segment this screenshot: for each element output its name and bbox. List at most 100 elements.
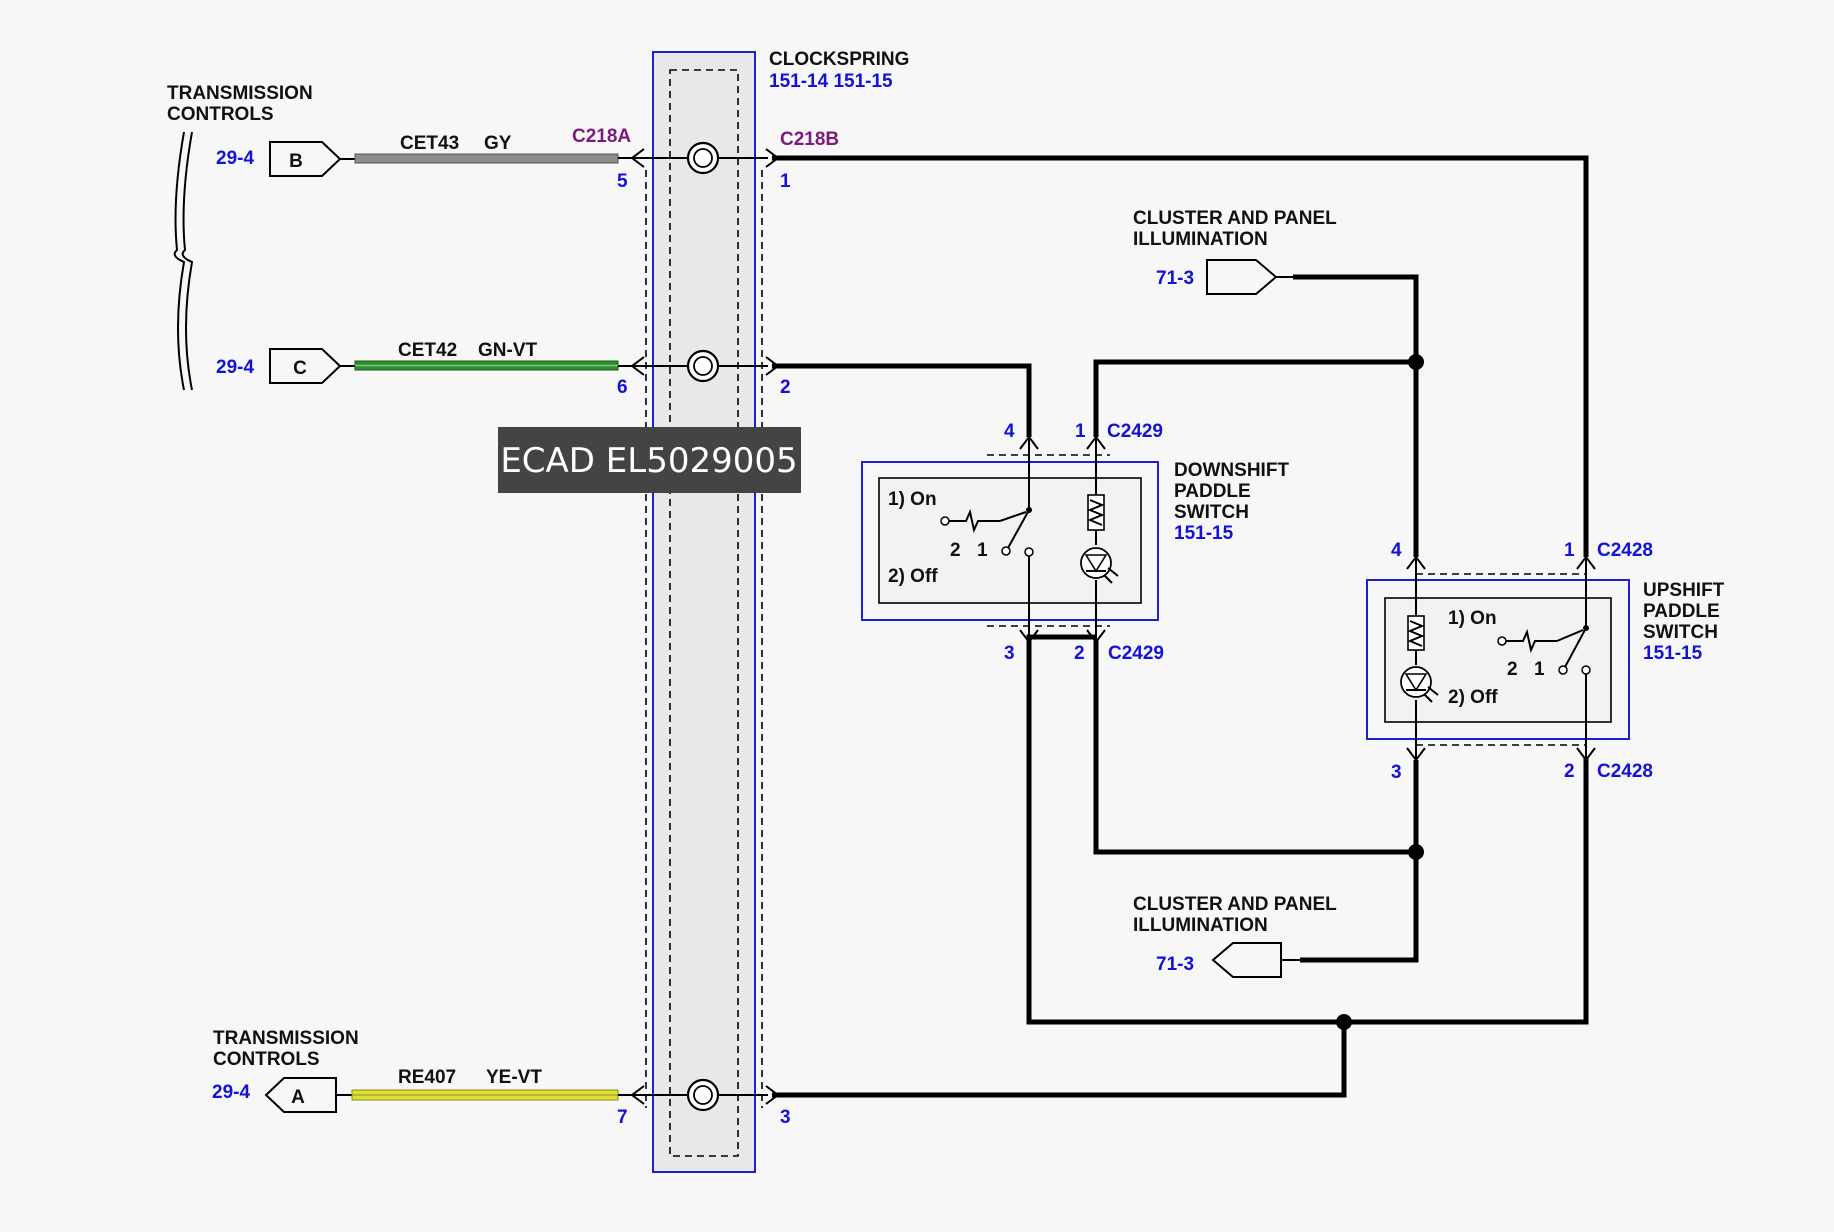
switch-position-off: 2) Off: [888, 566, 938, 587]
pin-label: 7: [617, 1107, 628, 1128]
downshift-title: PADDLE: [1174, 481, 1251, 502]
pin-label: 4: [1391, 540, 1402, 561]
downshift-ref[interactable]: 151-15: [1174, 523, 1234, 544]
wire-downshift-2: [1093, 640, 1416, 855]
connector-b-icon: [269, 141, 342, 177]
led-icon: [1080, 547, 1119, 584]
splice-dot: [1408, 354, 1424, 370]
watermark-background: [498, 427, 801, 493]
downshift-outer-box: [861, 461, 1159, 621]
connector-c-label: C: [293, 358, 307, 379]
switch-icon: [940, 507, 1034, 557]
brace-icon: [181, 131, 194, 391]
ref-71-3[interactable]: 71-3: [1156, 954, 1194, 975]
switch-pin: 1: [1534, 659, 1545, 680]
wire-illum-top: [1293, 274, 1419, 557]
transmission-controls-bottom: TRANSMISSION CONTROLS 29-4 A: [212, 1028, 359, 1113]
ref-29-4[interactable]: 29-4: [216, 357, 254, 378]
pin-label: 1: [1564, 540, 1575, 561]
ref-29-4[interactable]: 29-4: [216, 148, 254, 169]
coil-icon: [631, 349, 779, 383]
pin-label: 4: [1004, 421, 1015, 442]
wire-c218b-2-to-downshift-4: [772, 363, 1032, 437]
illum-title: ILLUMINATION: [1133, 915, 1268, 936]
pin-label: 1: [1075, 421, 1086, 442]
connector-a-icon: [264, 1077, 337, 1113]
wire-c218b-3-to-ground-splice: [772, 1022, 1347, 1098]
pin-label: 3: [780, 1107, 791, 1128]
clockspring-body: [652, 51, 756, 1173]
clockspring-title: CLOCKSPRING: [769, 49, 909, 70]
ref-29-4[interactable]: 29-4: [212, 1082, 250, 1103]
pin-label: 3: [1004, 643, 1015, 664]
pin-label: 3: [1391, 762, 1402, 783]
upshift-paddle-switch: 1) On 2) Off 2 1 4 1 C2428 3 2 C2428 UPS…: [1366, 540, 1725, 783]
switch-position-on: 1) On: [888, 489, 937, 510]
watermark-badge: ECAD EL5029005: [498, 427, 801, 493]
illum-title: CLUSTER AND PANEL: [1133, 894, 1337, 915]
clockspring-module: CLOCKSPRING 151-14 151-15 C218A C218B 5 …: [572, 49, 909, 1173]
wire-illum-to-downshift-1: [1093, 359, 1416, 437]
connector-b-label: B: [289, 151, 303, 172]
wire-gy: [354, 153, 619, 164]
connector-c2428: C2428: [1597, 761, 1653, 782]
coil-icon: [631, 1078, 779, 1112]
connector-c2428: C2428: [1597, 540, 1653, 561]
downshift-paddle-switch: 1) On 2) Off 2 1 4 1 C2429 3 2 C2429 DOW…: [861, 421, 1289, 664]
switch-icon: [1497, 625, 1591, 675]
illumination-top: CLUSTER AND PANEL ILLUMINATION 71-3: [1133, 208, 1337, 295]
wire-circuit: CET42: [398, 340, 457, 361]
wire-color: GY: [484, 133, 512, 154]
wire-color: GN-VT: [478, 340, 538, 361]
wire-c218b-1-to-upshift-1: [772, 155, 1589, 557]
clockspring-inner-outline: [669, 69, 739, 1157]
upshift-title: PADDLE: [1643, 601, 1720, 622]
left-wires: CET43 GY CET42 GN-VT RE407 YE-VT: [336, 133, 640, 1101]
connector-c2429: C2429: [1107, 421, 1163, 442]
transmission-title: TRANSMISSION: [167, 83, 313, 104]
connector-a-label: A: [291, 1087, 305, 1108]
connector-c-icon: [269, 348, 342, 384]
pin-label: 5: [617, 171, 628, 192]
pin-label: 2: [1564, 761, 1575, 782]
clockspring-refs[interactable]: 151-14 151-15: [769, 71, 893, 92]
pin-label: 2: [1074, 643, 1085, 664]
illum-title: ILLUMINATION: [1133, 229, 1268, 250]
transmission-controls-top: TRANSMISSION CONTROLS 29-4 B 29-4 C: [167, 83, 342, 391]
transmission-title: CONTROLS: [213, 1049, 320, 1070]
splice-dot: [1408, 844, 1424, 860]
illum-connector-icon: [1211, 942, 1282, 978]
pin-label: 1: [780, 171, 791, 192]
switch-pin: 2: [950, 540, 961, 561]
watermark-text: ECAD EL5029005: [500, 441, 797, 481]
connector-c218a: C218A: [572, 126, 631, 147]
upshift-outer-box: [1366, 579, 1630, 740]
wire-color: YE-VT: [486, 1067, 542, 1088]
downshift-title: DOWNSHIFT: [1174, 460, 1289, 481]
wire-upshift-3-to-illum-bottom: [1300, 760, 1419, 963]
transmission-title: TRANSMISSION: [213, 1028, 359, 1049]
upshift-title: SWITCH: [1643, 622, 1718, 643]
transmission-title: CONTROLS: [167, 104, 274, 125]
illumination-bottom: CLUSTER AND PANEL ILLUMINATION 71-3: [1133, 894, 1337, 978]
upshift-title: UPSHIFT: [1643, 580, 1725, 601]
downshift-title: SWITCH: [1174, 502, 1249, 523]
wire-circuit: CET43: [400, 133, 459, 154]
coil-icon: [631, 141, 779, 175]
connector-c218b: C218B: [780, 129, 839, 150]
switch-position-on: 1) On: [1448, 608, 1497, 629]
ref-71-3[interactable]: 71-3: [1156, 268, 1194, 289]
right-wires: [772, 155, 1589, 1098]
splice-dot: [1336, 1014, 1352, 1030]
switch-pin: 2: [1507, 659, 1518, 680]
pin-label: 2: [780, 377, 791, 398]
brace-icon: [173, 131, 186, 391]
upshift-ref[interactable]: 151-15: [1643, 643, 1703, 664]
illum-title: CLUSTER AND PANEL: [1133, 208, 1337, 229]
switch-position-off: 2) Off: [1448, 687, 1498, 708]
led-icon: [1400, 666, 1439, 703]
connector-c2429: C2429: [1108, 643, 1164, 664]
illum-connector-icon: [1206, 259, 1278, 295]
pin-label: 6: [617, 377, 628, 398]
